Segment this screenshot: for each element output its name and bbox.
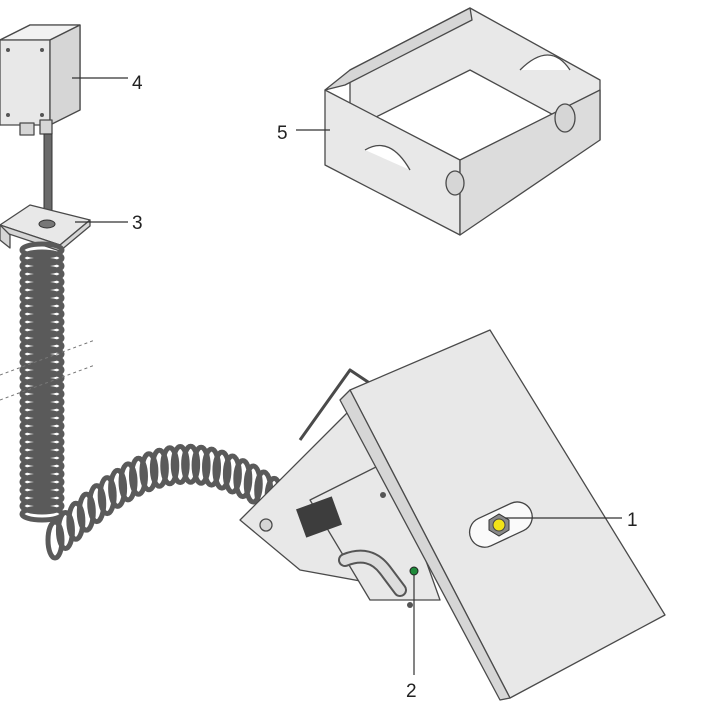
cable-coil-loop — [149, 447, 169, 489]
cable-coil-loop — [19, 433, 65, 451]
break-line — [0, 364, 96, 401]
wheel-chock — [239, 329, 666, 701]
cable-coil-loop — [19, 241, 65, 259]
cable-coil-loop — [19, 393, 65, 411]
cable-coil-loop — [19, 465, 65, 483]
cable-coil-loop — [87, 483, 107, 525]
cable-coil-loop — [19, 457, 65, 475]
callout-5: 5 — [277, 123, 288, 144]
cable-coil-loop — [108, 467, 128, 509]
cable-coil-loop — [19, 249, 65, 267]
cable-coil-loop — [139, 451, 159, 493]
callout-3: 3 — [132, 213, 143, 234]
cable-coil-loop — [76, 491, 96, 533]
cable-coil-loop — [66, 500, 86, 542]
cable-coil-loop — [19, 353, 65, 371]
storage-bracket — [324, 7, 601, 236]
cable-coil-loop — [118, 461, 138, 503]
cable-coil-loop — [19, 281, 65, 299]
cable-coil-loop — [243, 463, 263, 505]
cable-coil-loop — [191, 444, 211, 486]
cable-coil-loop — [19, 313, 65, 331]
cable-coil-loop — [19, 289, 65, 307]
junction-box — [0, 24, 81, 136]
cable-coil-loop — [19, 489, 65, 507]
cable-coil-loop — [19, 473, 65, 491]
cable-coil-loop — [19, 329, 65, 347]
cable-coil-loop — [202, 446, 222, 488]
cable-coil-loop — [170, 443, 190, 485]
cable-coil-loop — [19, 441, 65, 459]
sensor-icon — [492, 518, 506, 532]
cable-coil-loop — [97, 475, 117, 517]
cable-coil-loop — [19, 401, 65, 419]
cable-coil-loop — [212, 449, 232, 491]
cable-coil-loop — [181, 443, 201, 485]
cable-coil-loop — [19, 385, 65, 403]
cable-coil-loop — [19, 337, 65, 355]
callout-4: 4 — [132, 73, 143, 94]
status-led — [409, 566, 419, 576]
cable-coil-loop — [19, 273, 65, 291]
cable-connector — [296, 496, 342, 538]
cable-coil-loop — [233, 458, 253, 500]
cable-coil-loop — [160, 445, 180, 487]
cable-coil-loop — [128, 455, 148, 497]
cable-coil-loop — [19, 409, 65, 427]
cable-coil-loop — [19, 417, 65, 435]
callout-2: 2 — [406, 681, 417, 702]
cable-coil-loop — [19, 321, 65, 339]
cable-coil-loop — [19, 257, 65, 275]
elbow-fitting — [340, 551, 405, 595]
cable-segment — [43, 133, 53, 215]
cable-coil-loop — [19, 497, 65, 515]
cable-coil-loop — [19, 265, 65, 283]
break-line — [0, 339, 96, 376]
cable-coil-loop — [19, 305, 65, 323]
cable-coil-loop — [222, 453, 242, 495]
cable-coil-loop — [19, 361, 65, 379]
cable-coil-loop — [19, 481, 65, 499]
cable-coil-loop — [19, 377, 65, 395]
cable-coil-loop — [19, 425, 65, 443]
callout-1: 1 — [627, 510, 638, 531]
cable-coil-loop — [19, 297, 65, 315]
cable-coil-loop — [19, 449, 65, 467]
